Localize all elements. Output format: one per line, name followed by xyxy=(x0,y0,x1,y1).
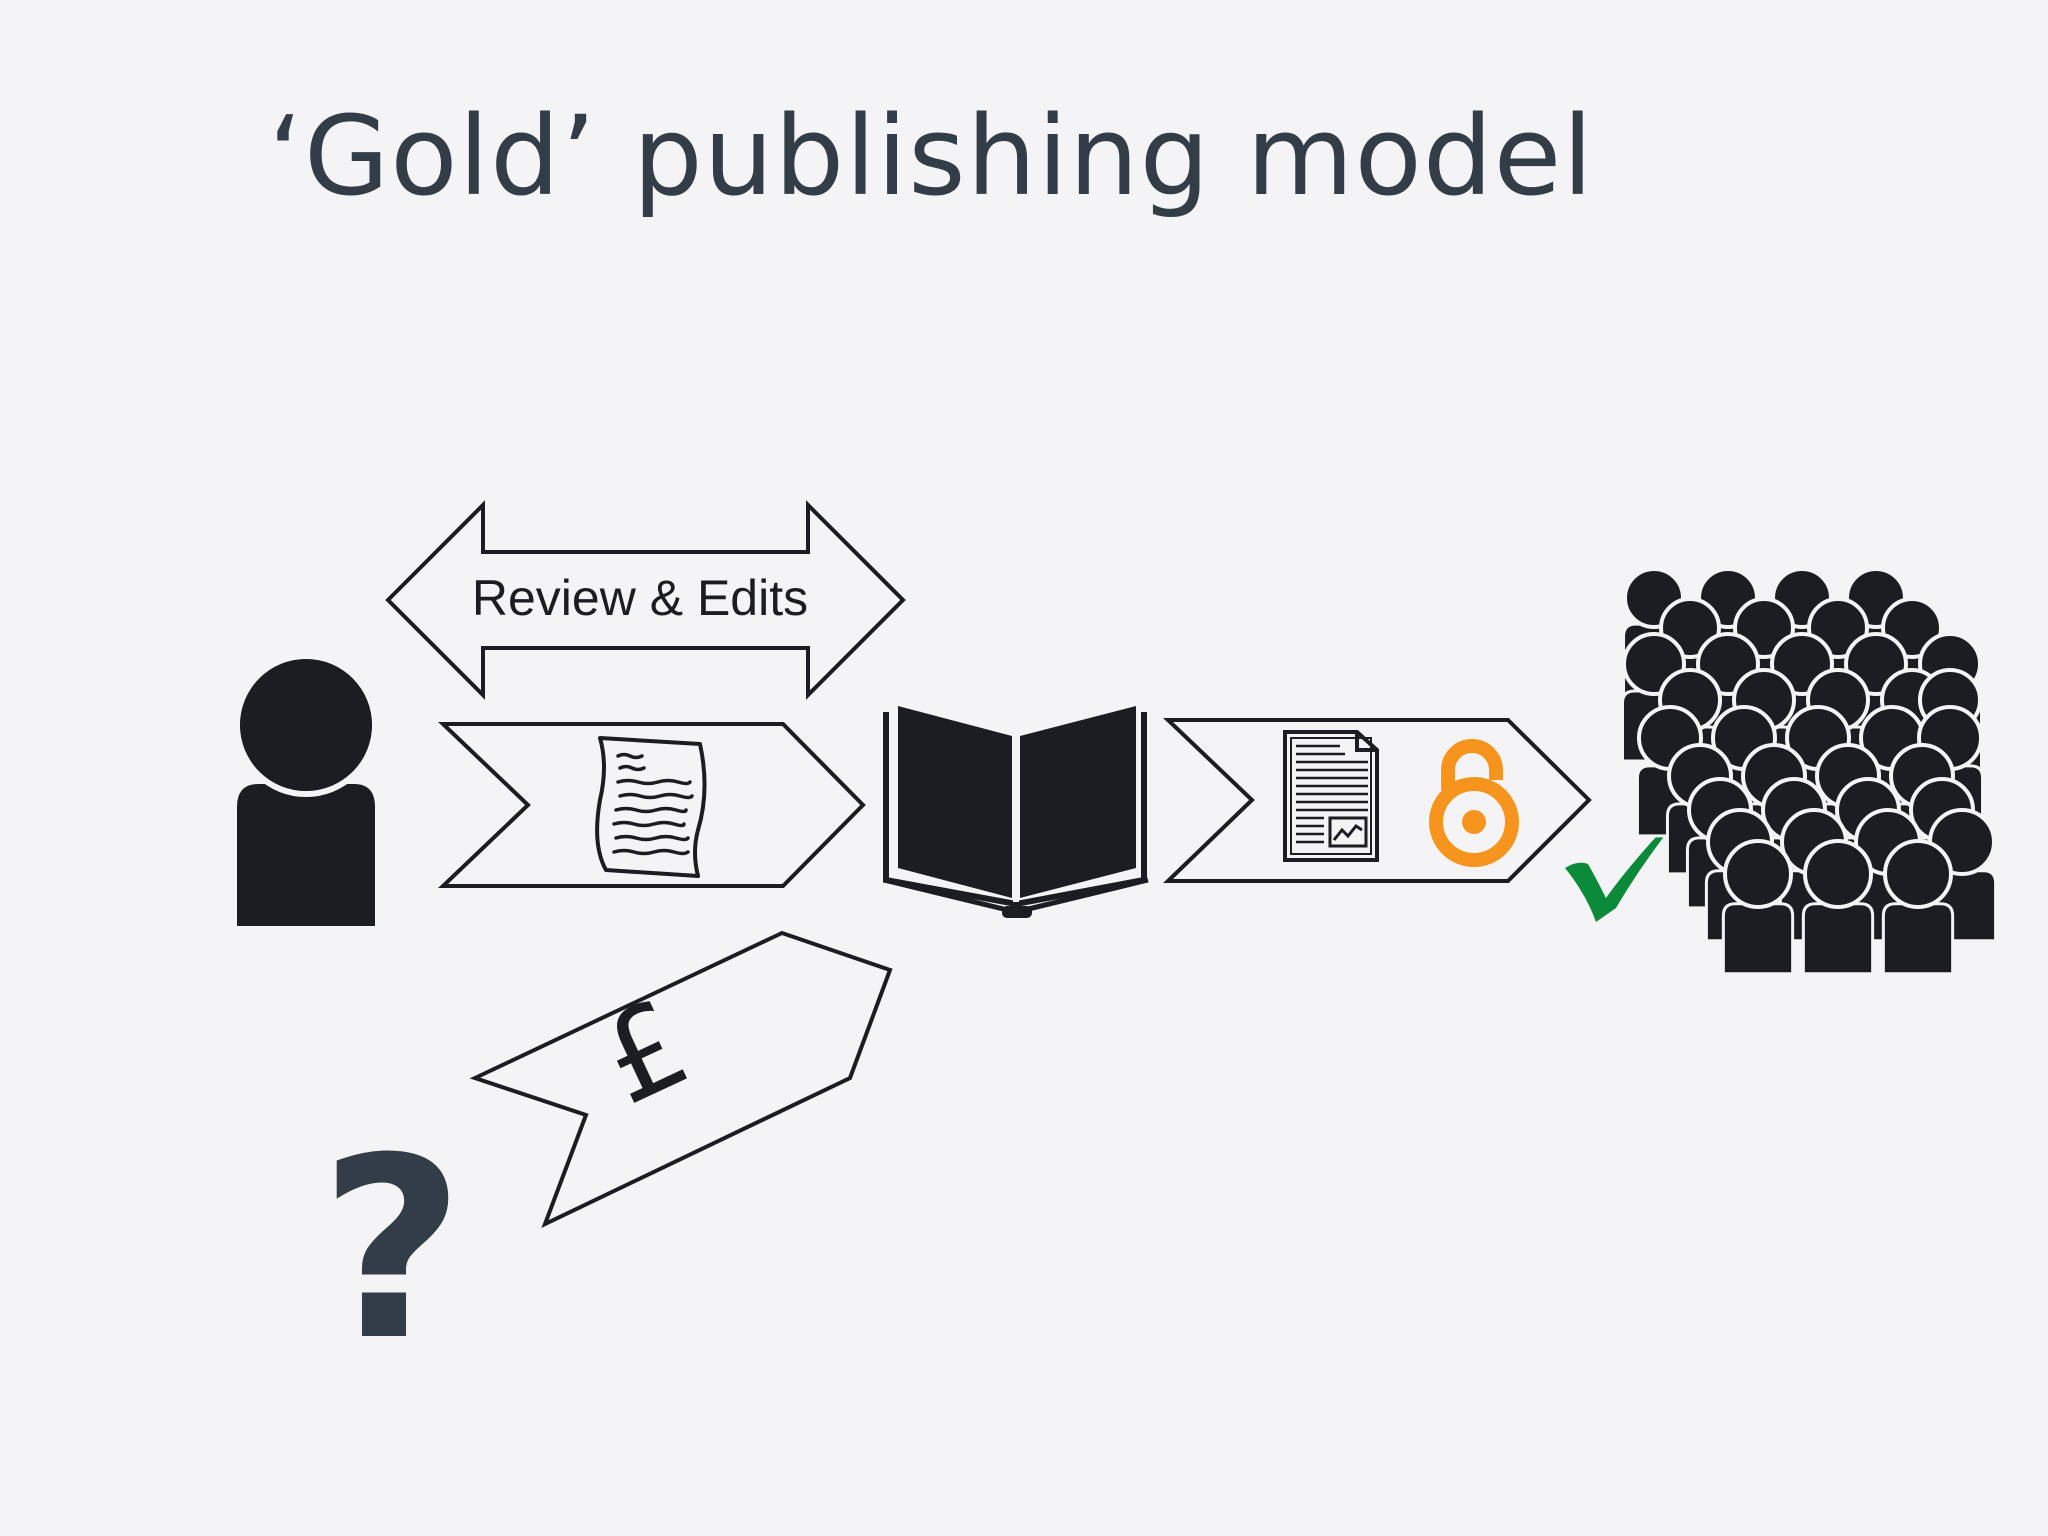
open-book-icon xyxy=(883,706,1149,918)
person-icon xyxy=(234,653,378,926)
question-mark: ? xyxy=(319,1104,464,1395)
open-access-lock-icon xyxy=(1429,739,1519,867)
payment-arrow: £ xyxy=(469,930,893,1228)
review-edits-label: Review & Edits xyxy=(472,570,808,626)
publication-chevron xyxy=(1163,718,1592,883)
review-edits-double-arrow: Review & Edits xyxy=(385,500,906,700)
article-icon xyxy=(1283,730,1379,862)
manuscript-icon xyxy=(595,736,707,878)
submission-chevron xyxy=(438,722,866,888)
checkmark-icon xyxy=(1565,792,1700,922)
slide-title: ‘Gold’ publishing model xyxy=(268,92,1594,220)
crowd-icon xyxy=(1621,567,1998,976)
